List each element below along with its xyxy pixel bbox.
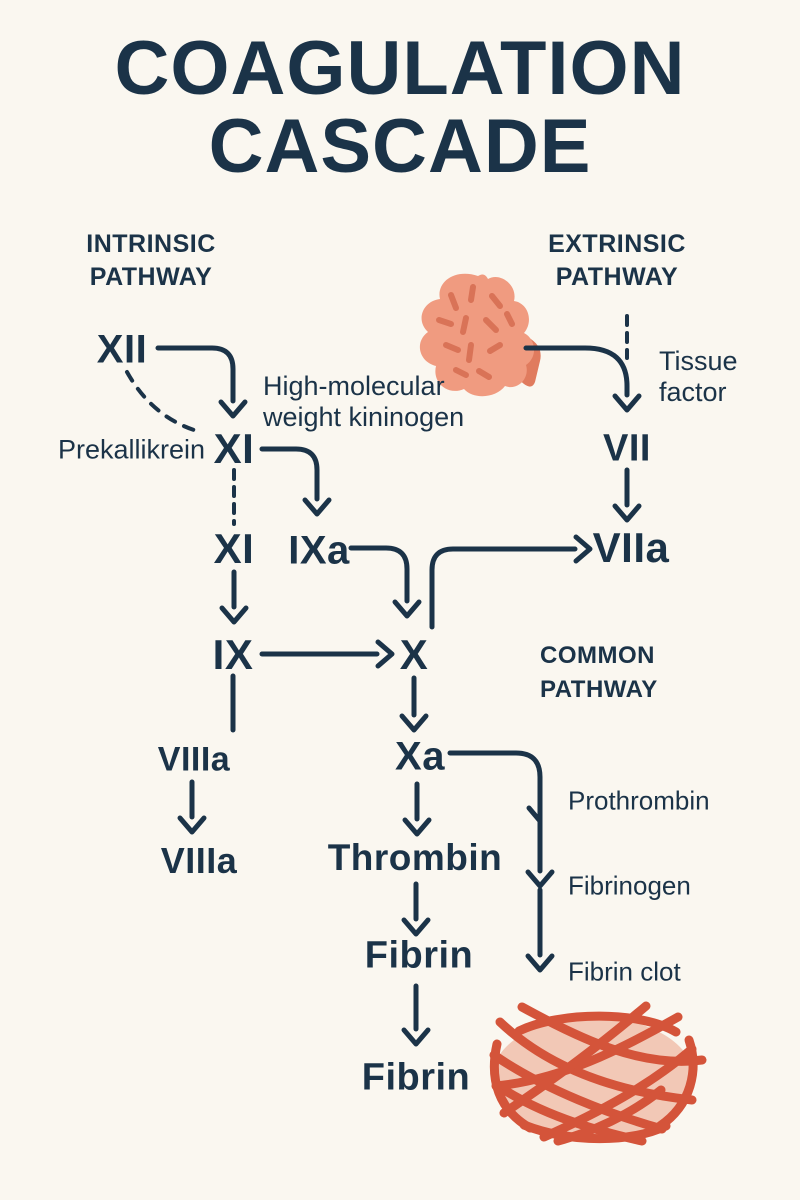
tissue-icon: [419, 273, 541, 397]
intrinsic-pathway-heading: INTRINSIC PATHWAY: [86, 228, 216, 294]
extrinsic-pathway-heading: EXTRINSIC PATHWAY: [548, 228, 686, 294]
intrinsic-heading-line1: INTRINSIC: [86, 230, 216, 258]
arrow-xii-to-xi: [155, 345, 248, 419]
factor-xii: XII: [96, 327, 148, 372]
label-tissue-factor: Tissue factor: [659, 346, 738, 408]
label-hmwk-line2: weight kininogen: [263, 402, 465, 432]
factor-x: X: [399, 631, 429, 678]
common-heading-line2: PATHWAY: [540, 676, 658, 703]
arrow-xa-to-thrombin: [402, 781, 432, 837]
arrow-xi-to-ix: [219, 569, 249, 625]
factor-viiia-upper: VIIIa: [157, 740, 231, 779]
arrow-xa-side-branch: [447, 750, 555, 973]
factor-xi-lower: XI: [213, 525, 255, 572]
factor-ix: IX: [212, 631, 254, 678]
factor-fibrin-lower: Fibrin: [361, 1056, 471, 1099]
title-line1: COAGULATION: [114, 26, 686, 111]
extrinsic-heading-line1: EXTRINSIC: [548, 230, 686, 258]
arrow-viiia-to-viiia: [177, 779, 207, 835]
fibrin-clot-icon: [489, 1001, 707, 1146]
label-tissue-factor-line2: factor: [659, 377, 727, 407]
label-hmwk-line1: High-molecular: [263, 371, 445, 401]
arrow-x-to-viia: [429, 534, 593, 630]
page-title: COAGULATION CASCADE: [0, 30, 800, 186]
factor-viia: VIIa: [592, 524, 670, 571]
label-prekallikrein: Prekallikrein: [58, 434, 206, 465]
label-fibrinogen: Fibrinogen: [568, 870, 691, 901]
common-heading-line1: COMMON: [540, 642, 655, 669]
factor-viiia-lower: VIIIa: [160, 840, 238, 881]
arrow-vii-to-viia: [612, 467, 642, 523]
label-hmw-kininogen: High-molecular weight kininogen: [263, 371, 464, 433]
arrow-ix-to-x: [259, 639, 395, 669]
arrow-x-to-xa: [399, 675, 429, 733]
arrow-thrombin-to-fibrin: [401, 881, 431, 937]
label-tissue-factor-line1: Tissue: [659, 346, 738, 376]
dashed-curve-xii-to-prekallikrein: [125, 370, 199, 433]
common-pathway-heading: COMMON PATHWAY: [540, 639, 658, 707]
label-fibrin-clot: Fibrin clot: [568, 956, 681, 987]
factor-thrombin: Thrombin: [327, 837, 503, 878]
arrow-tissue-to-vii: [523, 345, 642, 413]
arrow-xi-to-ixa: [259, 446, 332, 517]
arrow-ixa-to-x: [348, 545, 422, 619]
title-line2: CASCADE: [208, 104, 592, 189]
extrinsic-heading-line2: PATHWAY: [555, 263, 679, 291]
factor-ixa: IXa: [288, 528, 350, 573]
label-prothrombin: Prothrombin: [568, 785, 710, 816]
factor-vii: VII: [603, 427, 651, 470]
factor-fibrin-upper: Fibrin: [364, 934, 474, 977]
arrow-fibrin-to-fibrin: [401, 983, 431, 1047]
factor-xa: Xa: [395, 734, 445, 779]
factor-xi-upper: XI: [213, 425, 255, 472]
intrinsic-heading-line2: PATHWAY: [89, 263, 213, 291]
